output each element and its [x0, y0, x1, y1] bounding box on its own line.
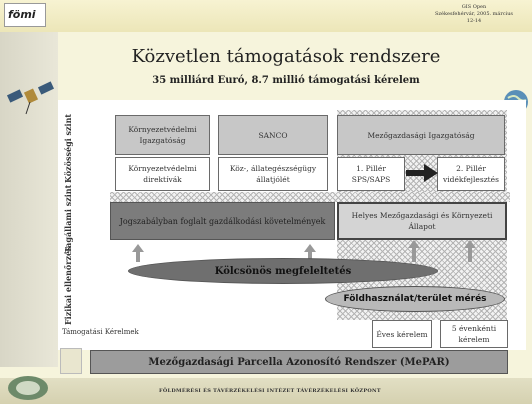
- footer-text: FÖLDMÉRÉSI ÉS TÁVÉRZÉKELÉSI INTÉZET TÁVÉ…: [159, 388, 381, 394]
- fomi-logo: fömi: [4, 3, 46, 27]
- up-arrow-3-icon: [408, 240, 420, 248]
- slide-subtitle: 35 milliárd Euró, 8.7 millió támogatási …: [152, 75, 420, 86]
- satellite-icon: [6, 81, 54, 115]
- up-arrow-stem-4: [468, 248, 472, 262]
- row-label-fizikai: Fizikai ellenőrzés: [63, 246, 73, 325]
- row-label-kozossegi: Közösségi szint: [63, 113, 73, 183]
- row-label-tagallami: Tagállami szint: [63, 184, 73, 253]
- up-arrow-1-icon: [132, 244, 144, 252]
- event-name: GIS Open: [461, 4, 487, 10]
- header-band: [0, 0, 532, 32]
- hatch-upper-band: [110, 192, 510, 202]
- annual-application-box: Éves kérelem: [372, 320, 432, 348]
- bottom-logo-icon: [8, 376, 48, 400]
- env-directives-box: Környezetvédelmi direktívák: [115, 157, 210, 191]
- slide-title: Közvetlen támogatások rendszere: [131, 46, 441, 67]
- land-measure-ellipse: Földhasználat/terület mérés: [325, 286, 505, 312]
- public-health-box: Köz-, állategészségügy állatjólét: [218, 157, 328, 191]
- up-arrow-2-icon: [304, 244, 316, 252]
- mepar-side-logo: [60, 348, 82, 374]
- applications-label: Támogatási Kérelmek: [62, 328, 139, 336]
- event-place-date: Székesfehérvár, 2005. március: [435, 11, 513, 17]
- up-arrow-stem-2: [308, 252, 312, 262]
- cross-compliance-ellipse: Kölcsönös megfeleltetés: [128, 258, 438, 284]
- footer-band: [0, 378, 532, 404]
- mepar-box: Mezőgazdasági Parcella Azonosító Rendsze…: [90, 350, 508, 374]
- sanco-box: SANCO: [218, 115, 328, 155]
- agri-directorate-box: Mezőgazdasági Igazgatóság: [337, 115, 505, 155]
- up-arrow-stem-1: [136, 252, 140, 262]
- up-arrow-stem-3: [412, 248, 416, 262]
- right-arrow-icon: [406, 164, 438, 182]
- pillar1-box: 1. Pillér SPS/SAPS: [337, 157, 405, 191]
- five-year-application-box: 5 évenkénti kérelem: [440, 320, 508, 348]
- legal-requirements-box: Jogszabályban foglalt gazdálkodási követ…: [110, 202, 335, 240]
- event-days: 12-14: [466, 18, 482, 24]
- gaec-box: Helyes Mezőgazdasági és Környezeti Állap…: [337, 202, 507, 240]
- env-directorate-box: Környezetvédelmi Igazgatóság: [115, 115, 210, 155]
- pillar2-box: 2. Pillér vidékfejlesztés: [437, 157, 505, 191]
- up-arrow-4-icon: [464, 240, 476, 248]
- header-event-info: GIS Open Székesfehérvár, 2005. március 1…: [434, 4, 514, 25]
